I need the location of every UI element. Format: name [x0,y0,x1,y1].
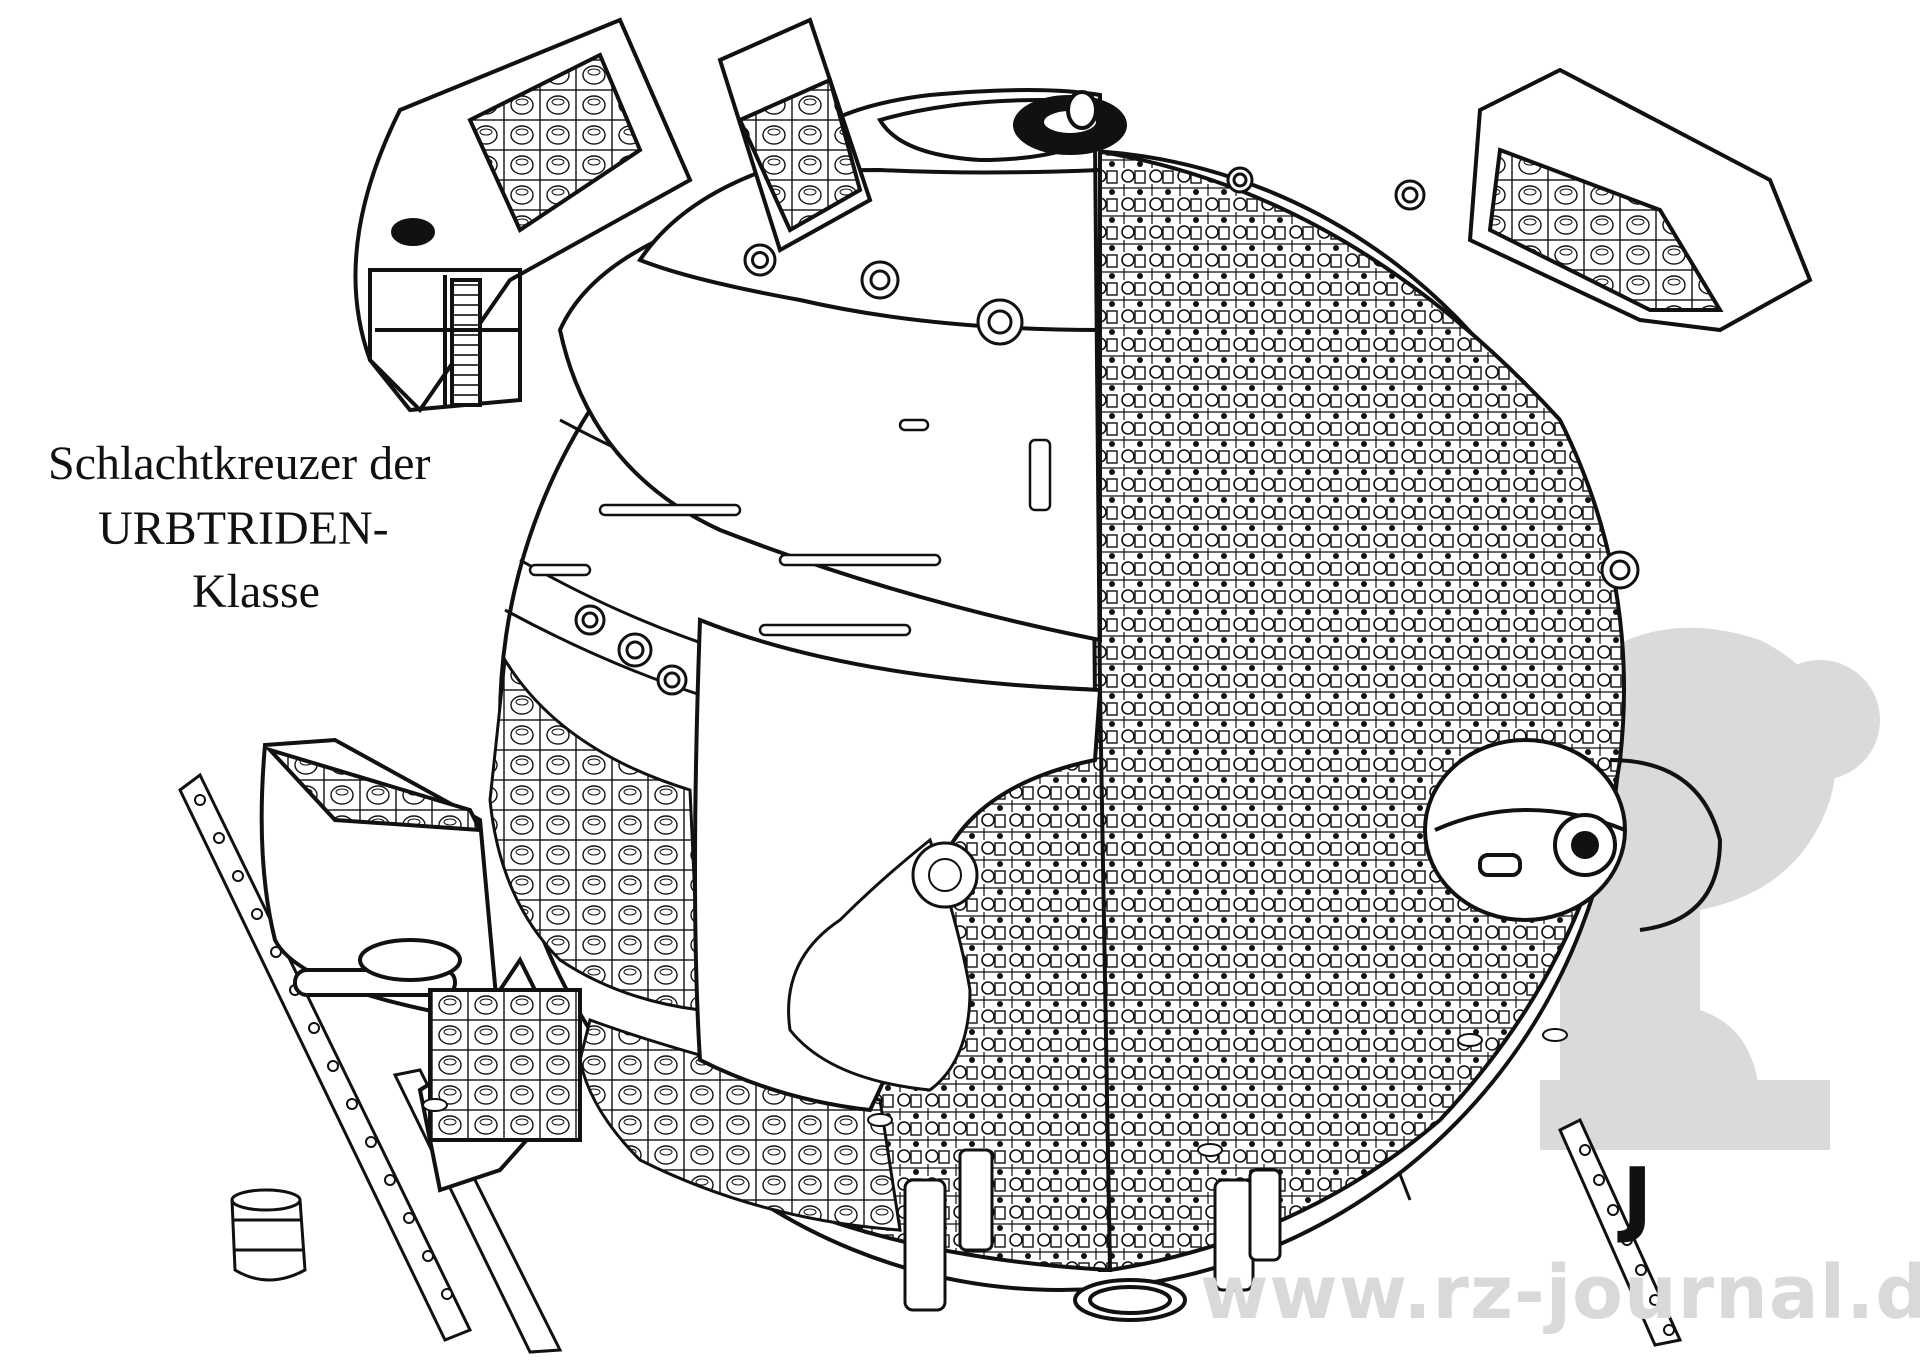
ground-hole [1457,1033,1483,1047]
rail-hole [194,794,206,806]
rail-hole [1621,1234,1633,1246]
rail-holes [194,794,1675,1336]
rail-hole [308,1022,320,1034]
porthole [860,260,900,300]
escape-pod [230,1188,307,1282]
rail-hole [1635,1264,1647,1276]
rail-hole [441,1288,453,1300]
rail-hole [1607,1204,1619,1216]
hull-slot [778,553,942,567]
porthole [574,604,606,636]
nozzle-ring [911,841,979,909]
panel-top-left [353,17,693,414]
thruster-pylons [903,1148,1282,1312]
porthole [1394,179,1426,211]
porthole [656,664,688,696]
ground-hole [1542,1028,1568,1042]
ground-hole [422,1098,448,1112]
bottom-hatch [1073,1278,1187,1322]
rail-hole [327,1060,339,1072]
panel-bottom-left [259,737,583,1193]
panel-top-right [1467,67,1813,333]
panel-top-center [717,17,873,253]
hull-slot [758,623,912,637]
rail-hole [403,1212,415,1224]
hull-slots [528,418,1052,802]
title-line-3: Klasse [192,565,320,618]
ground-hole [1197,1143,1223,1157]
rail-hole [1579,1144,1591,1156]
title-line-1: Schlachtkreuzer der [48,437,431,490]
porthole [1600,550,1640,590]
hull-portholes [574,166,1640,696]
porthole [617,632,653,668]
engine-nozzle [787,837,972,1092]
interior-cutaway-left [488,655,702,1012]
rail-hole [346,1098,358,1110]
artist-mark: J [1622,1151,1653,1246]
hull-slot [528,563,592,577]
rail-hole [365,1136,377,1148]
upper-dome [557,88,1127,691]
hull-slot [898,418,930,432]
rail-hole [422,1250,434,1262]
hull-slot [598,503,742,517]
landing-holes [422,1028,1568,1157]
rail-hole [213,832,225,844]
porthole [743,243,777,277]
rail-hole [232,870,244,882]
porthole [976,298,1024,346]
spherical-module [1423,738,1723,932]
rail-hole [384,1174,396,1186]
porthole [1226,166,1254,194]
rail-hole [251,908,263,920]
rail-hole [1663,1324,1675,1336]
watermark-text: www.rz-journal.de [1200,1250,1920,1336]
rail-hole [1649,1294,1661,1306]
rail-hole [1593,1174,1605,1186]
ground-hole [867,1113,893,1127]
title-line-2: URBTRIDEN- [98,502,389,555]
hull-slot [1028,438,1052,512]
